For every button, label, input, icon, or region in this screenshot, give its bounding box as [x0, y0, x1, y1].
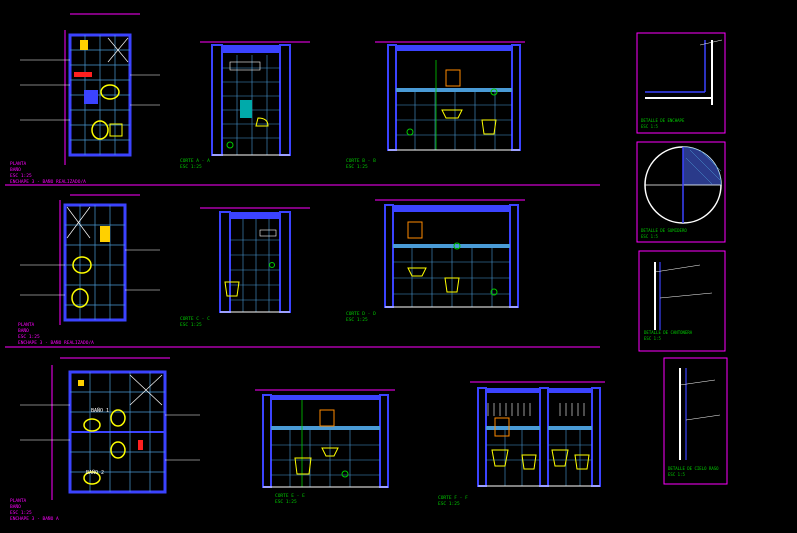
detail-4: [663, 357, 728, 485]
elevation-a-scale: ESC 1:25: [180, 164, 202, 170]
bathroom-plan-2: [20, 194, 160, 325]
detail-3-title: DETALLE DE CANTONERA: [644, 330, 693, 335]
elevation-c: [200, 207, 310, 313]
plan-2-line-2: ESC 1:25: [18, 334, 40, 340]
plan-1-title: PLANTA: [10, 161, 27, 167]
plan-3-room-label-1: BAÑO 1: [91, 407, 109, 414]
elevation-f-scale: ESC 1:25: [438, 501, 460, 507]
detail-1: [636, 32, 726, 134]
elevation-b-title: CORTE B - B: [346, 158, 376, 164]
elevation-a: [200, 41, 310, 156]
detail-4-scale: ESC 1:5: [668, 472, 685, 477]
plan-3-line-3: ENCHAPE 3 - BAÑO A: [10, 515, 59, 522]
elevation-c-title: CORTE C - C: [180, 316, 210, 322]
detail-4-title: DETALLE DE CIELO RASO: [668, 466, 719, 471]
plan-1-label: PLANTA BAÑO ESC 1:25 ENCHAPE 3 - BAÑO RE…: [10, 161, 86, 185]
plan-3-line-1: BAÑO: [10, 503, 21, 510]
elevation-d: [375, 199, 525, 308]
plan-2-line-3: ENCHAPE 3 - BAÑO REALIZADO/A: [18, 339, 94, 346]
plan-1-line-2: ESC 1:25: [10, 173, 32, 179]
elevation-b-scale: ESC 1:25: [346, 164, 368, 170]
plan-3-title: PLANTA: [10, 498, 27, 504]
detail-1-title: DETALLE DE ENCHAPE: [641, 118, 685, 123]
elevation-a-title: CORTE A - A: [180, 158, 210, 164]
detail-3: [638, 250, 726, 352]
elevation-b: [375, 41, 525, 151]
elevation-e-title: CORTE E - E: [275, 493, 305, 499]
detail-2: [636, 141, 726, 243]
bathroom-plan-3: [20, 357, 200, 500]
elevation-c-scale: ESC 1:25: [180, 322, 202, 328]
elevation-d-title: CORTE D - D: [346, 311, 376, 317]
plan-3-line-2: ESC 1:25: [10, 510, 32, 516]
elevation-f: [470, 381, 605, 487]
plan-3-room-label-2: BAÑO 2: [86, 469, 104, 476]
detail-2-title: DETALLE DE SUMIDERO: [641, 228, 687, 233]
plan-1-line-3: ENCHAPE 3 - BAÑO REALIZADO/A: [10, 178, 86, 185]
detail-1-scale: ESC 1:5: [641, 124, 658, 129]
bathroom-plan-1: [20, 13, 160, 165]
elevation-e-scale: ESC 1:25: [275, 499, 297, 505]
elevation-f-title: CORTE F - F: [438, 495, 468, 501]
detail-2-scale: ESC 1:5: [641, 234, 658, 239]
elevation-d-scale: ESC 1:25: [346, 317, 368, 323]
plan-2-line-1: BAÑO: [18, 327, 29, 334]
plan-1-line-1: BAÑO: [10, 166, 21, 173]
elevation-e: [255, 389, 395, 488]
detail-3-scale: ESC 1:5: [644, 336, 661, 341]
plan-2-title: PLANTA: [18, 322, 35, 328]
